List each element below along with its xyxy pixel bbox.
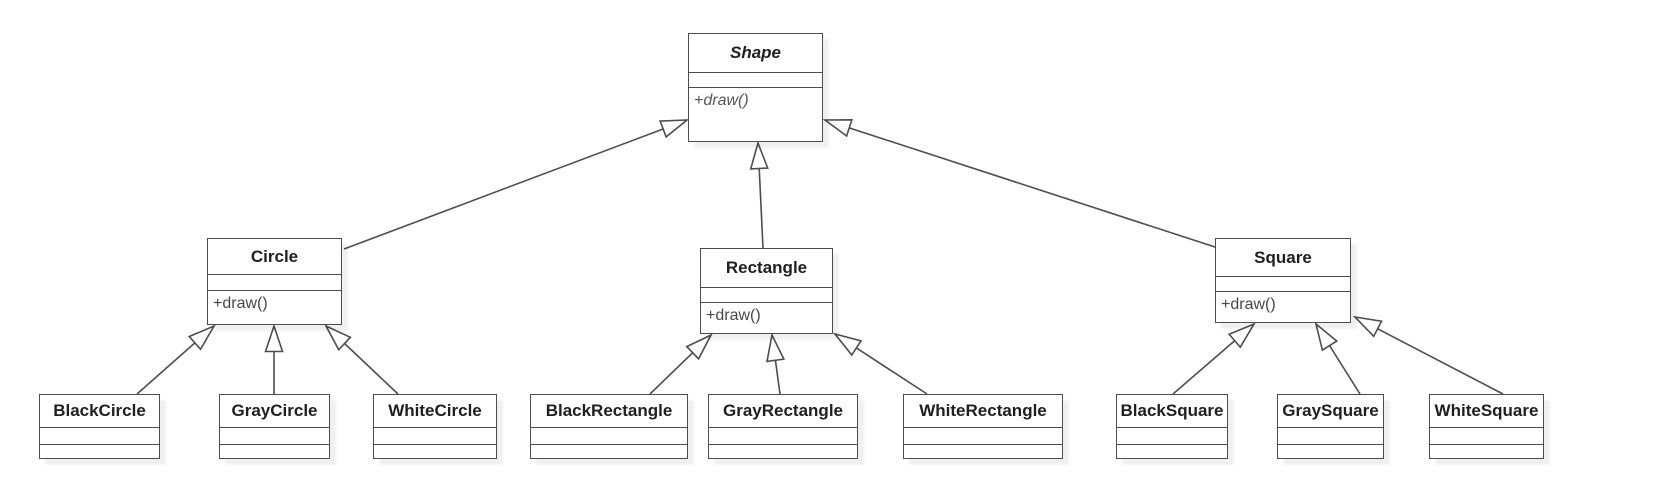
class-attributes-section	[220, 427, 329, 444]
class-name-label: BlackSquare	[1120, 401, 1224, 420]
generalization-edge-rectangle-to-shape[interactable]	[749, 140, 769, 249]
class-methods-section	[374, 444, 496, 458]
class-name-label: Rectangle	[725, 258, 808, 277]
class-methods-section: +draw()	[689, 87, 822, 141]
class-method-label: +draw()	[1221, 296, 1276, 313]
class-methods-section	[40, 444, 159, 458]
class-methods-section	[709, 444, 857, 458]
class-node-graysquare[interactable]: GraySquare	[1277, 394, 1384, 459]
generalization-edge-blacksquare-to-square[interactable]	[1172, 322, 1256, 395]
class-node-blackcircle[interactable]: BlackCircle	[39, 394, 160, 459]
generalization-edge-circle-to-shape[interactable]	[343, 119, 690, 250]
class-methods-section: +draw()	[1216, 291, 1350, 322]
class-attributes-section	[904, 427, 1062, 444]
class-attributes-section	[689, 72, 822, 87]
class-attributes-section	[40, 427, 159, 444]
class-node-circle[interactable]: Circle +draw()	[207, 238, 342, 325]
generalization-edge-grayrectangle-to-rectangle[interactable]	[766, 332, 786, 395]
class-name-label: BlackCircle	[53, 401, 146, 420]
class-attributes-section	[1278, 427, 1383, 444]
class-name-label: WhiteRectangle	[919, 401, 1047, 420]
class-methods-section	[1430, 444, 1543, 458]
class-method-label: +draw()	[706, 307, 761, 324]
class-attributes-section	[531, 427, 687, 444]
class-method-label: +draw()	[213, 295, 268, 312]
generalization-edge-blackrectangle-to-rectangle[interactable]	[649, 333, 713, 395]
class-name-label: GrayRectangle	[723, 401, 843, 420]
class-attributes-section	[709, 427, 857, 444]
class-methods-section	[1278, 444, 1383, 458]
class-name-label: WhiteCircle	[388, 401, 482, 420]
class-name-label: Shape	[729, 43, 782, 62]
class-name-label: GrayCircle	[231, 401, 318, 420]
generalization-edge-whitesquare-to-square[interactable]	[1352, 315, 1504, 395]
class-node-rectangle[interactable]: Rectangle +draw()	[700, 248, 833, 334]
class-name-label: Square	[1254, 247, 1312, 267]
class-node-whitesquare[interactable]: WhiteSquare	[1429, 394, 1544, 459]
class-name-label: GraySquare	[1282, 401, 1379, 420]
class-node-graycircle[interactable]: GrayCircle	[219, 394, 330, 459]
generalization-edge-graysquare-to-square[interactable]	[1314, 321, 1361, 395]
class-node-shape[interactable]: Shape +draw()	[688, 33, 823, 142]
generalization-edge-whiterectangle-to-rectangle[interactable]	[832, 332, 928, 395]
class-method-label: +draw()	[694, 92, 749, 109]
generalization-edge-whitecircle-to-circle[interactable]	[324, 324, 399, 395]
class-node-blacksquare[interactable]: BlackSquare	[1116, 394, 1228, 459]
generalization-edge-blackcircle-to-circle[interactable]	[136, 324, 216, 395]
class-node-grayrectangle[interactable]: GrayRectangle	[708, 394, 858, 459]
class-methods-section: +draw()	[701, 302, 832, 333]
class-methods-section	[220, 444, 329, 458]
class-attributes-section	[1430, 427, 1543, 444]
class-methods-section: +draw()	[208, 290, 341, 324]
class-node-blackrectangle[interactable]: BlackRectangle	[530, 394, 688, 459]
class-attributes-section	[208, 274, 341, 290]
class-name-label: Circle	[250, 246, 299, 266]
class-name-label: BlackRectangle	[545, 401, 673, 420]
class-attributes-section	[1117, 427, 1227, 444]
class-attributes-section	[1216, 276, 1350, 291]
class-methods-section	[1117, 444, 1227, 458]
generalization-edge-square-to-shape[interactable]	[822, 119, 1216, 248]
class-node-whitecircle[interactable]: WhiteCircle	[373, 394, 497, 459]
class-attributes-section	[374, 427, 496, 444]
class-methods-section	[904, 444, 1062, 458]
class-node-whiterectangle[interactable]: WhiteRectangle	[903, 394, 1063, 459]
class-name-label: WhiteSquare	[1434, 401, 1539, 420]
class-attributes-section	[701, 287, 832, 302]
class-methods-section	[531, 444, 687, 458]
class-node-square[interactable]: Square +draw()	[1215, 238, 1351, 323]
